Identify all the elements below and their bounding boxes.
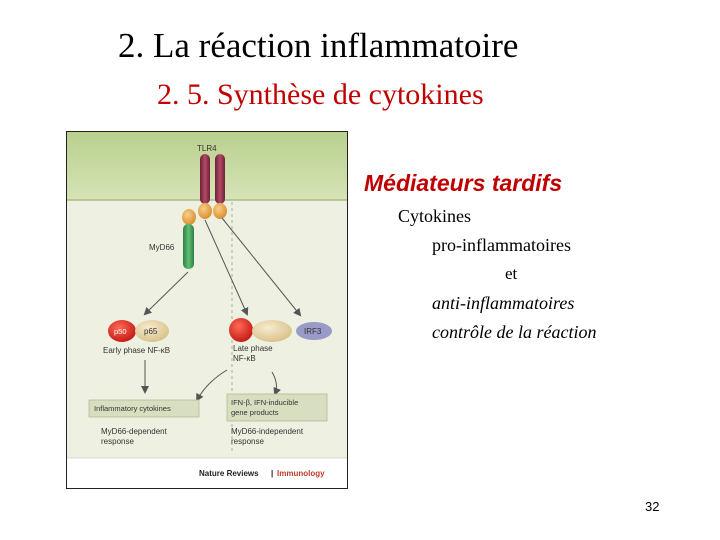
myd-adaptor [183,224,194,269]
p50-node [108,320,136,342]
arrow-late-to-ifn [271,371,281,396]
myd-dependent-label-1: MyD66-dependent [101,427,168,436]
myd-dependent-label-2: response [101,437,134,446]
tlr4-signaling-diagram: TLR4 MyD66 p50 p65 Early phase NF-κB IRF… [67,132,347,478]
side-line-et: et [505,264,518,283]
p50-label: p50 [114,327,127,336]
footer-separator: | [271,469,273,478]
myd-label: MyD66 [149,243,175,252]
side-heading: Médiateurs tardifs [364,170,563,196]
tlr4-receptor-right [215,154,225,204]
slide-title: 2. La réaction inflammatoire [118,26,519,65]
ifn-label-1: IFN-β, IFN-inducible [231,398,298,407]
arrow-to-irf3 [221,217,302,317]
side-line-control: contrôle de la réaction [432,322,597,342]
adaptor-node-2 [198,203,212,219]
side-line-pro: pro-inflammatoires [432,235,571,255]
side-line-cytokines: Cytokines [398,206,472,226]
inflammatory-cytokines-label: Inflammatory cytokines [94,404,171,413]
early-phase-label: Early phase NF-κB [103,346,170,355]
side-line-anti: anti-inflammatoires [432,293,575,313]
adaptor-node-1 [182,209,196,225]
ifn-box [226,393,328,422]
adaptor-node-3 [213,203,227,219]
slide-subtitle: 2. 5. Synthèse de cytokines [157,78,484,111]
ifn-label-2: gene products [231,408,279,417]
myd-independent-label-2: response [231,437,264,446]
late-phase-label-1: Late phase [233,344,273,353]
irf3-node [296,322,332,340]
irf3-label: IRF3 [304,327,322,336]
arrow-late-to-cytokines [196,369,228,402]
footer-publisher: Nature Reviews [199,469,259,478]
inflammatory-cytokines-box [88,399,200,418]
p65-label: p65 [144,327,158,336]
late-tan-node [252,320,292,342]
tlr4-label: TLR4 [197,144,217,153]
late-phase-label-2: NF-κB [233,354,256,363]
late-red-node [229,318,253,342]
footer-journal: Immunology [277,469,325,478]
tlr4-receptor-left [200,154,210,204]
arrow-myd-to-early [143,271,189,316]
p65-node [135,320,169,342]
arrow-to-late [204,219,249,316]
tlr4-signaling-figure: TLR4 MyD66 p50 p65 Early phase NF-κB IRF… [66,131,348,489]
myd-independent-label-1: MyD66-independent [231,427,304,436]
page-number: 32 [645,499,660,514]
